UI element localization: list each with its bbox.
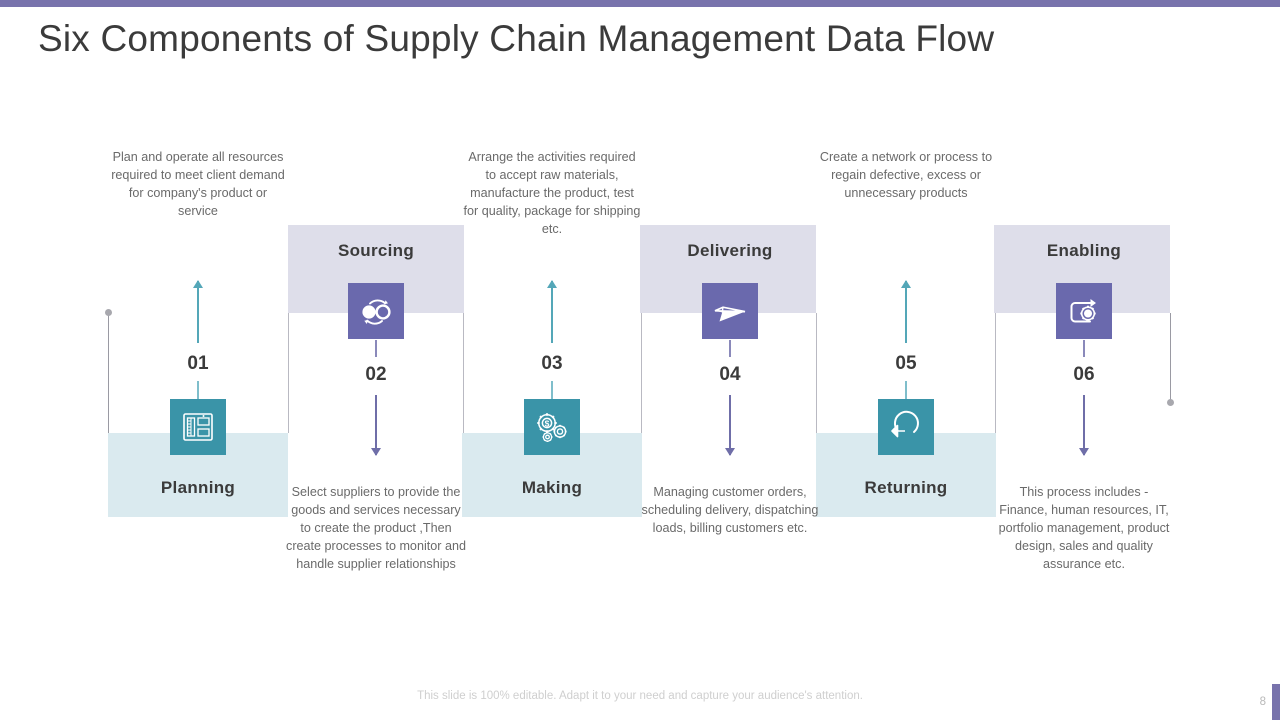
flow-arrow-down <box>371 395 381 456</box>
blueprint-ruler-icon <box>181 410 215 444</box>
component-number: 06 <box>1073 364 1095 385</box>
component-label: Planning <box>160 478 236 497</box>
divider-4 <box>816 313 817 433</box>
flow-arrow-down <box>725 395 735 456</box>
component-label: Sourcing <box>337 241 415 260</box>
component-icon-tile[interactable] <box>1056 283 1112 339</box>
flow-arrow-up <box>547 280 557 343</box>
component-icon-tile[interactable]: $ <box>524 399 580 455</box>
connector-stub <box>1083 340 1085 357</box>
connector-stub <box>197 381 199 401</box>
component-number: 03 <box>541 353 563 374</box>
right-end-line <box>1170 313 1171 403</box>
component-number: 01 <box>187 353 209 374</box>
component-description: Select suppliers to provide the goods an… <box>286 485 466 571</box>
connector-stub <box>551 381 553 401</box>
component-icon-tile[interactable] <box>878 399 934 455</box>
page-title: Six Components of Supply Chain Managemen… <box>38 18 995 59</box>
supplier-cycle-icon <box>358 295 394 327</box>
process-gear-loop-icon <box>1066 294 1102 328</box>
component-number: 04 <box>719 364 741 385</box>
divider-5 <box>995 313 996 433</box>
svg-text:$: $ <box>545 419 550 429</box>
left-end-dot <box>105 309 112 316</box>
return-arrow-icon <box>888 410 924 444</box>
component-icon-tile[interactable] <box>170 399 226 455</box>
component-column-delivering[interactable]: Delivering 04 Managing customer orders, … <box>640 95 820 670</box>
gears-dollar-icon: $ <box>534 410 570 444</box>
diagram-stage: Plan and operate all resources required … <box>0 95 1280 670</box>
component-description: Arrange the activities required to accep… <box>463 150 641 236</box>
component-column-planning[interactable]: Plan and operate all resources required … <box>108 95 288 670</box>
flow-arrow-down <box>1079 395 1089 456</box>
paper-plane-icon <box>711 296 749 326</box>
component-column-making[interactable]: Arrange the activities required to accep… <box>462 95 642 670</box>
left-end-line <box>108 313 109 433</box>
component-icon-tile[interactable] <box>348 283 404 339</box>
component-description: Create a network or process to regain de… <box>819 150 993 200</box>
connector-stub <box>375 340 377 357</box>
flow-arrow-up <box>901 280 911 343</box>
right-end-dot <box>1167 399 1174 406</box>
component-description: Managing customer orders, scheduling del… <box>641 485 819 535</box>
bottom-right-accent-bar <box>1272 684 1280 720</box>
component-icon-tile[interactable] <box>702 283 758 339</box>
component-column-sourcing[interactable]: Sourcing 02 Select supplie <box>286 95 466 670</box>
flow-arrow-up <box>193 280 203 343</box>
component-description: This process includes - Finance, human r… <box>998 485 1170 571</box>
component-number: 02 <box>365 364 387 385</box>
connector-stub <box>729 340 731 357</box>
divider-1 <box>288 313 289 433</box>
component-label: Returning <box>864 478 948 497</box>
component-column-enabling[interactable]: Enabling <box>994 95 1174 670</box>
footer-note: This slide is 100% editable. Adapt it to… <box>417 690 863 702</box>
divider-2 <box>463 313 464 433</box>
connector-stub <box>905 381 907 401</box>
component-number: 05 <box>895 353 917 374</box>
divider-3 <box>641 313 642 433</box>
component-label: Making <box>521 478 583 497</box>
component-label: Delivering <box>687 241 773 260</box>
page-number: 8 <box>1259 696 1266 708</box>
component-column-returning[interactable]: Create a network or process to regain de… <box>816 95 996 670</box>
component-description: Plan and operate all resources required … <box>111 150 285 218</box>
top-accent-bar <box>0 0 1280 7</box>
component-label: Enabling <box>1046 241 1122 260</box>
